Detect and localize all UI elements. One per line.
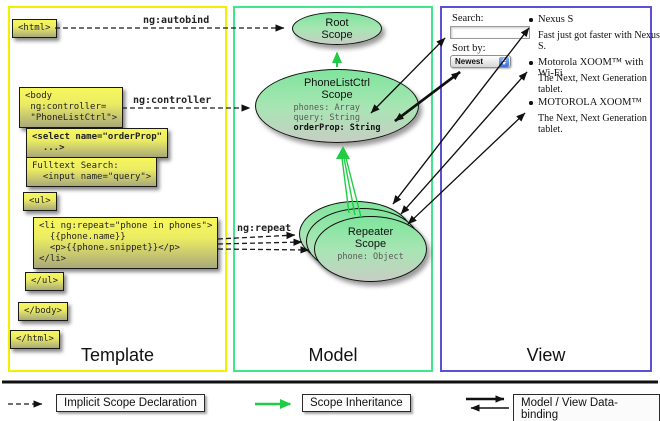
code-box-fulltext: Fulltext Search: <input name="query"> (26, 157, 158, 187)
model-column (233, 6, 433, 372)
view-column-title: View (526, 345, 566, 365)
search-input[interactable] (450, 26, 530, 39)
legend-model-view-data-binding: Model / View Data-binding (513, 394, 660, 421)
phonelistctrl-scope-title: PhoneListCtrl Scope (303, 77, 371, 101)
phone-item-desc: The Next, Next Generation tablet. (538, 113, 647, 135)
legend-scope-inheritance: Scope Inheritance (302, 394, 411, 412)
bullet-icon (529, 101, 533, 105)
repeater-scope-ellipse: Repeater Scope phone: Object (314, 216, 427, 282)
code-box-html-open: <html> (12, 19, 57, 38)
phonelistctrl-scope-ellipse: PhoneListCtrl Scope phones: Array query:… (255, 69, 419, 143)
phone-item-title: Nexus S (538, 14, 574, 25)
template-column-title: Template (80, 345, 155, 365)
bullet-icon (529, 18, 533, 22)
ng-autobind-label: ng:autobind (143, 15, 210, 26)
sort-by-label: Sort by: (452, 43, 486, 54)
phone-item-desc: Fast just got faster with Nexus S. (538, 30, 660, 52)
code-box-select: <select name="orderProp" ...> (26, 128, 169, 158)
code-box-ul-close: </ul> (25, 272, 65, 291)
bullet-icon (529, 61, 533, 65)
code-box-body-close: </body> (18, 302, 68, 321)
code-box-ul-open: <ul> (23, 192, 57, 211)
phone-item-title: MOTOROLA XOOM™ (538, 97, 642, 108)
phonelistctrl-scope-props: phones: Array query: String (293, 103, 361, 123)
root-scope-title: Root Scope (321, 17, 353, 41)
ng-repeat-label: ng:repeat (237, 223, 292, 234)
sort-dropdown-value: Newest (455, 57, 484, 66)
code-box-li-repeat: <li ng:repeat="phone in phones"> {{phone… (33, 217, 219, 269)
phone-item-desc: The Next, Next Generation tablet. (538, 73, 647, 95)
model-column-title: Model (308, 345, 358, 365)
code-box-html-close: </html> (10, 330, 60, 349)
root-scope-ellipse: Root Scope (292, 12, 382, 45)
sort-dropdown[interactable]: Newest (450, 55, 511, 68)
search-label: Search: (452, 13, 484, 24)
repeater-scope-title: Repeater Scope (347, 226, 394, 250)
dropdown-stepper-icon (499, 56, 509, 67)
repeater-scope-prop: phone: Object (337, 252, 404, 262)
code-box-body-open: <body ng:controller= "PhoneListCtrl"> (19, 87, 124, 128)
phone-item-title: Motorola XOOM™ with Wi-Fi (538, 57, 644, 79)
phonelistctrl-scope-orderprop: orderProp: String (293, 123, 381, 133)
ng-controller-label: ng:controller (133, 95, 212, 106)
legend-implicit-scope-declaration: Implicit Scope Declaration (56, 394, 205, 412)
